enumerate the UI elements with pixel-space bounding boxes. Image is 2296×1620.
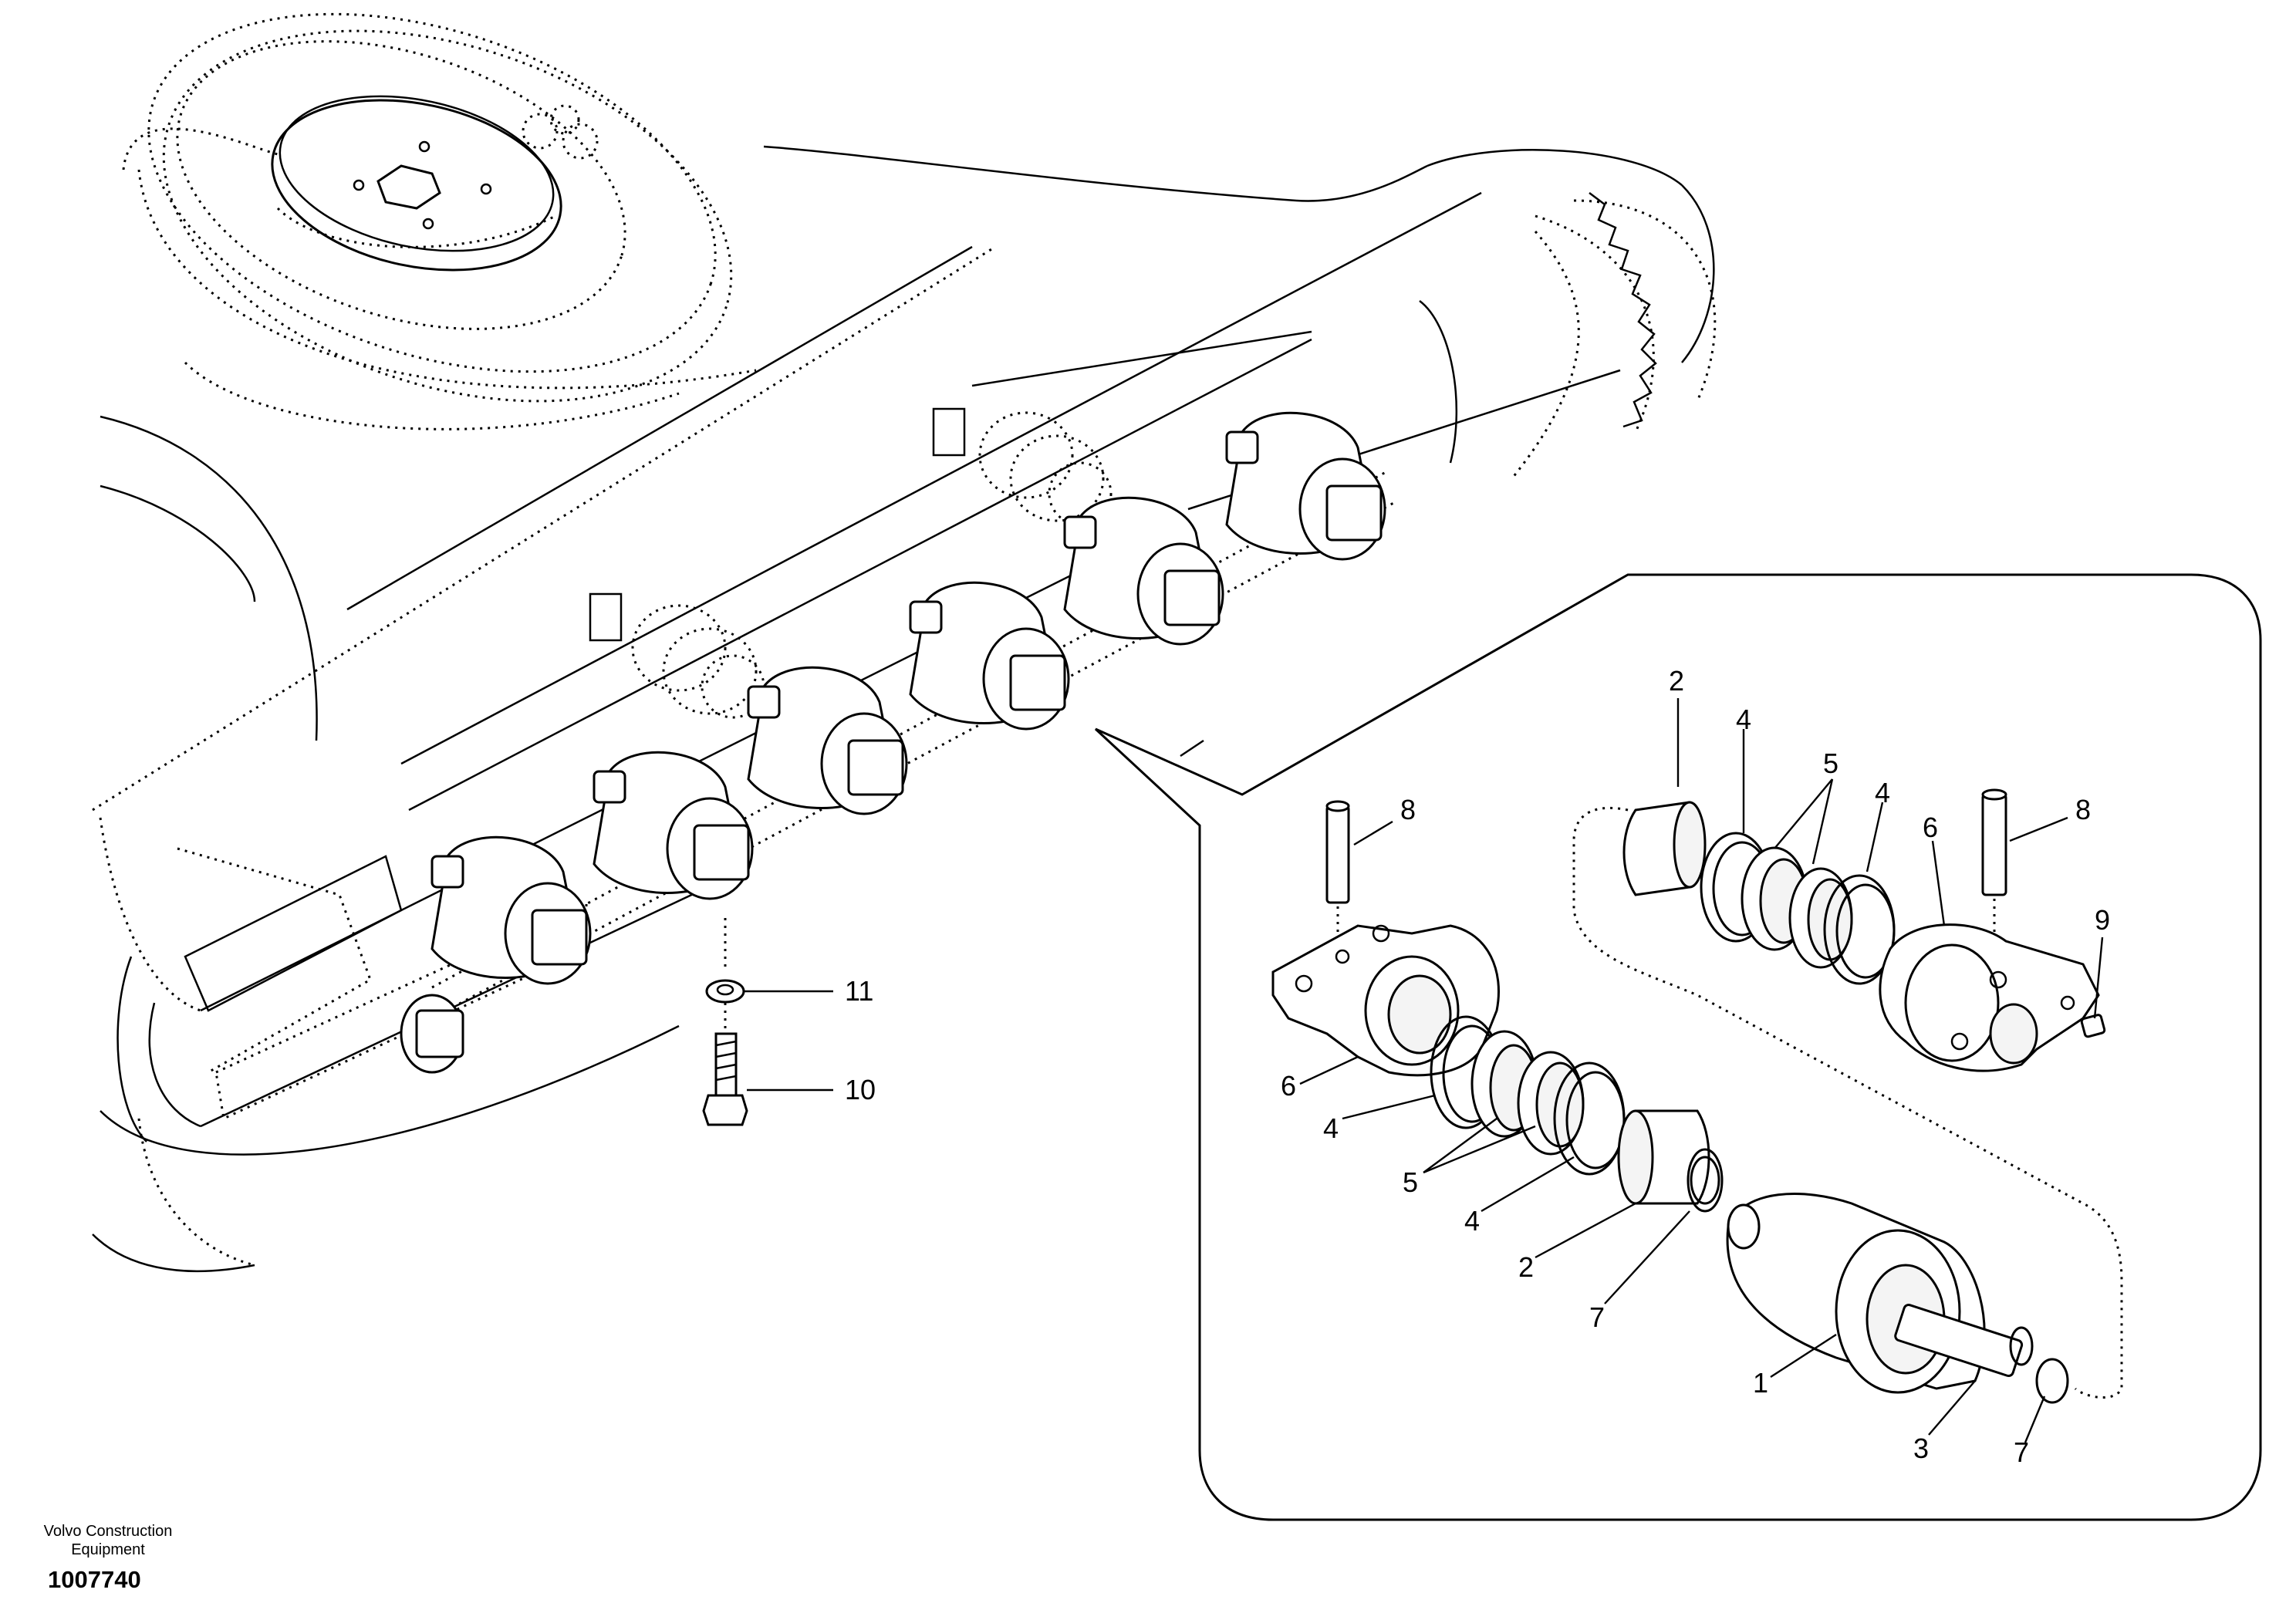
bushing-2-left — [1617, 1109, 1724, 1213]
pin-8-left — [1325, 800, 1350, 953]
seal-group-right — [1700, 832, 1896, 985]
bracket-6-right — [1879, 923, 2100, 1072]
callout-7-right: 7 — [2014, 1436, 2029, 1468]
track-roller-1 — [1726, 1193, 2034, 1394]
assembly-dotted-path — [1572, 806, 2123, 1399]
drive-sprocket — [1419, 192, 1717, 479]
callout-11: 11 — [845, 975, 873, 1007]
o-rings-7 — [1690, 1156, 2069, 1404]
callout-2-right: 2 — [1669, 665, 1684, 697]
callout-5-right: 5 — [1823, 748, 1838, 779]
callout-1: 1 — [1753, 1367, 1768, 1399]
callout-4-left-b: 4 — [1464, 1205, 1480, 1237]
seal-group-left — [1430, 1015, 1626, 1176]
leader-lines — [744, 698, 2104, 1443]
bracket-6-left — [1271, 924, 1500, 1077]
drawing-number: 1007740 — [48, 1566, 141, 1593]
bushing-2-right — [1622, 801, 1707, 896]
bolt-washer-exploded — [702, 918, 748, 1126]
callout-8-right: 8 — [2075, 794, 2091, 825]
detail-frame — [1094, 573, 2262, 1521]
upper-carrier-rollers — [589, 407, 1113, 719]
callout-5-left: 5 — [1403, 1166, 1418, 1198]
callout-labels: 2 4 5 4 8 8 6 9 6 4 5 4 2 7 1 3 7 11 10 — [845, 665, 2110, 1468]
callout-3: 3 — [1913, 1433, 1929, 1464]
brand-line-2: Equipment — [71, 1541, 145, 1558]
grease-nipple-9 — [2080, 1014, 2106, 1038]
callout-4-right-b: 4 — [1875, 777, 1890, 808]
callout-2-left: 2 — [1518, 1251, 1534, 1283]
callout-7-left: 7 — [1589, 1301, 1605, 1333]
slewing-ring-outline — [122, 12, 757, 430]
track-roller-row — [400, 411, 1397, 1074]
callout-4-left-a: 4 — [1323, 1112, 1339, 1144]
callout-6-left: 6 — [1281, 1070, 1296, 1102]
upper-frame-lines — [92, 145, 1715, 1012]
callout-9: 9 — [2095, 904, 2110, 936]
brand-line-1: Volvo Construction — [43, 1523, 173, 1540]
callout-4-right-a: 4 — [1736, 704, 1751, 735]
brand-label: Volvo Construction Equipment — [23, 1522, 193, 1559]
pin-8-right — [1981, 788, 2007, 976]
callout-8-left: 8 — [1400, 794, 1416, 825]
callout-6-right: 6 — [1923, 812, 1938, 843]
callout-10: 10 — [845, 1074, 876, 1105]
slewing-gear — [271, 95, 599, 272]
